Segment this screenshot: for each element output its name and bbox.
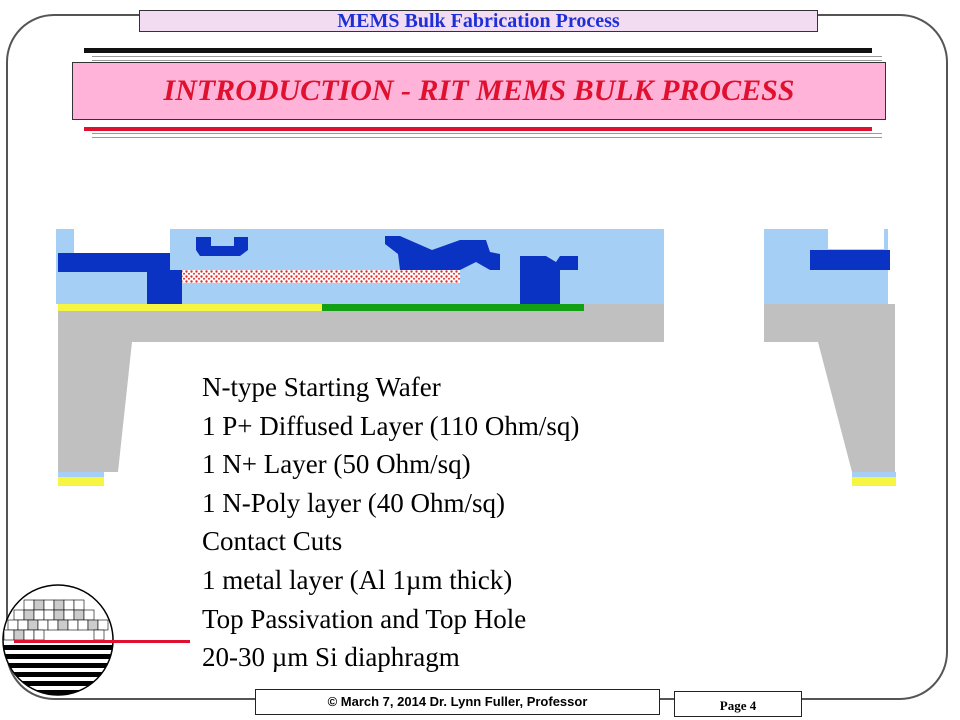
title-rule-red <box>84 127 872 131</box>
p-plus-layer <box>58 304 322 311</box>
list-item: N-type Starting Wafer <box>202 372 441 402</box>
list-item: Contact Cuts <box>202 526 343 557</box>
slide-title: INTRODUCTION - RIT MEMS BULK PROCESS <box>72 62 886 120</box>
header-rule-grey <box>92 56 882 61</box>
footer-page-number: Page 4 <box>674 691 802 717</box>
metal-center <box>385 236 500 270</box>
silicon-substrate-right <box>764 304 895 472</box>
title-rule-grey <box>92 133 882 138</box>
poly-layer <box>182 270 460 283</box>
logo-red-line <box>14 640 190 643</box>
header-rule <box>84 48 872 53</box>
n-plus-layer <box>322 304 584 311</box>
backside-oxide-right <box>852 472 896 477</box>
header-title: MEMS Bulk Fabrication Process <box>139 10 818 32</box>
list-item: 1 N+ Layer (50 Ohm/sq) <box>202 449 471 480</box>
footer-copyright: © March 7, 2014 Dr. Lynn Fuller, Profess… <box>255 689 660 715</box>
backside-p-right <box>852 477 896 486</box>
list-item: 1 metal layer (Al 1µm thick) <box>202 564 513 595</box>
metal-left <box>58 253 182 304</box>
metal-pad-small <box>196 237 248 256</box>
list-item: 1 N-Poly layer (40 Ohm/sq) <box>202 487 505 518</box>
metal-far-right <box>810 250 890 270</box>
backside-p-left <box>58 477 104 486</box>
list-item: 1 P+ Diffused Layer (110 Ohm/sq) <box>202 410 580 441</box>
backside-oxide-left <box>58 472 104 477</box>
list-item: Top Passivation and Top Hole <box>202 603 527 634</box>
silicon-substrate-left <box>58 304 664 472</box>
process-steps-list: N-type Starting Wafer 1 P+ Diffused Laye… <box>202 368 722 677</box>
list-item: 20-30 µm Si diaphragm <box>202 642 460 673</box>
metal-right <box>520 256 578 304</box>
